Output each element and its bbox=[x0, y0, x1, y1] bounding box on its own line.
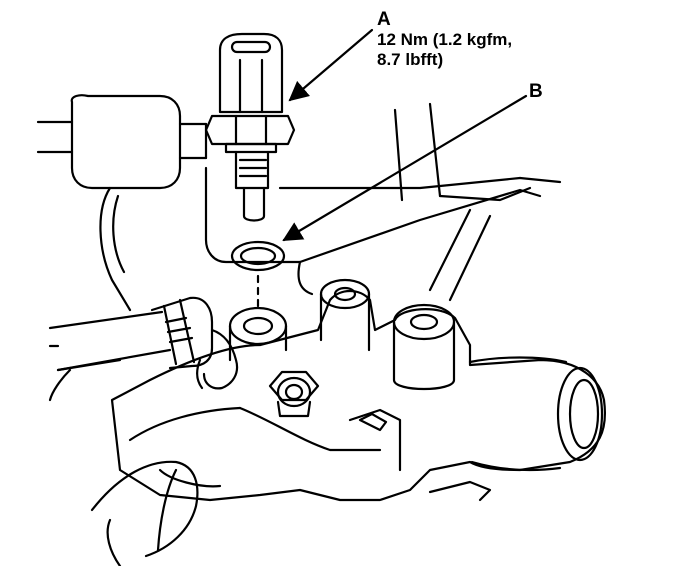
lower-hose bbox=[48, 296, 239, 402]
outlet-pipe bbox=[468, 356, 604, 472]
callout-b-leader bbox=[282, 94, 528, 242]
temperature-sensor bbox=[204, 32, 296, 222]
thermostat-housing bbox=[110, 278, 606, 502]
callout-b-letter: B bbox=[529, 81, 543, 102]
engine-block bbox=[99, 102, 562, 312]
callout-a-leader bbox=[288, 28, 374, 102]
callout-a-letter: A bbox=[377, 9, 391, 30]
torque-spec-line-1: 12 Nm (1.2 kgfm, bbox=[377, 30, 513, 49]
sealing-washer bbox=[230, 240, 286, 272]
bleed-bolt bbox=[268, 370, 320, 418]
bottom-pipe bbox=[90, 460, 199, 566]
upper-hose bbox=[36, 94, 208, 190]
torque-spec-line-2: 8.7 lbfft) bbox=[377, 50, 444, 69]
